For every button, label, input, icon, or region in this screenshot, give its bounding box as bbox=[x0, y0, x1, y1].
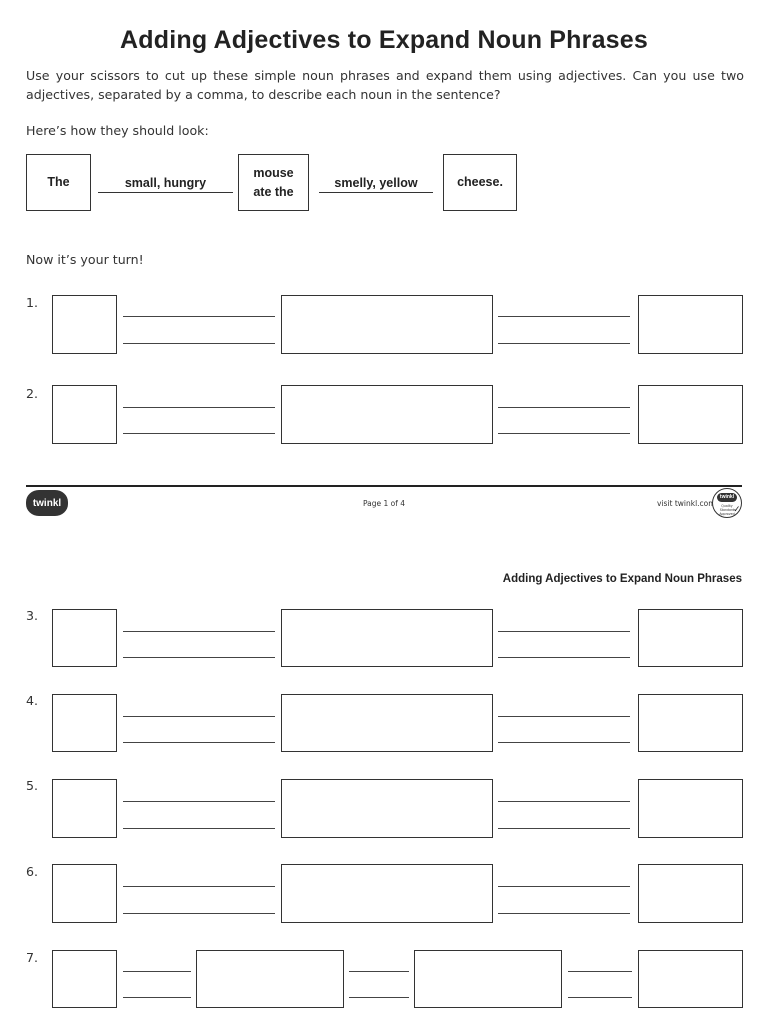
example-word-box-2[interactable]: mouse ate the bbox=[238, 154, 309, 211]
row-number: 3. bbox=[26, 608, 39, 623]
example-word-2a: mouse bbox=[253, 165, 294, 180]
writing-line[interactable] bbox=[498, 343, 630, 344]
writing-line[interactable] bbox=[123, 631, 275, 632]
cut-out-box[interactable] bbox=[52, 779, 117, 838]
writing-line[interactable] bbox=[498, 407, 630, 408]
footer-rule bbox=[26, 485, 742, 487]
cut-out-box[interactable] bbox=[281, 609, 493, 667]
badge-logo: twinkl bbox=[717, 493, 737, 502]
writing-line[interactable] bbox=[123, 742, 275, 743]
writing-line[interactable] bbox=[498, 316, 630, 317]
writing-line[interactable] bbox=[123, 316, 275, 317]
twinkl-logo[interactable]: twinkl bbox=[26, 490, 68, 516]
writing-line[interactable] bbox=[498, 913, 630, 914]
example-line-2 bbox=[319, 192, 433, 193]
writing-line[interactable] bbox=[498, 742, 630, 743]
cut-out-box[interactable] bbox=[638, 779, 743, 838]
cut-out-box[interactable] bbox=[638, 950, 743, 1008]
badge-text: Quality Standard Approved bbox=[719, 504, 735, 516]
cut-out-box[interactable] bbox=[52, 864, 117, 923]
writing-line[interactable] bbox=[349, 971, 409, 972]
cut-out-box[interactable] bbox=[52, 295, 117, 354]
writing-line[interactable] bbox=[123, 407, 275, 408]
cut-out-box[interactable] bbox=[638, 864, 743, 923]
writing-line[interactable] bbox=[123, 801, 275, 802]
row-number: 5. bbox=[26, 778, 39, 793]
writing-line[interactable] bbox=[498, 433, 630, 434]
example-word-3: cheese. bbox=[457, 175, 503, 189]
writing-line[interactable] bbox=[123, 433, 275, 434]
writing-line[interactable] bbox=[123, 343, 275, 344]
writing-line[interactable] bbox=[498, 657, 630, 658]
example-adjectives-1: small, hungry bbox=[124, 176, 207, 190]
writing-line[interactable] bbox=[568, 971, 632, 972]
cut-out-box[interactable] bbox=[638, 609, 743, 667]
example-word-1: The bbox=[47, 175, 70, 189]
cut-out-box[interactable] bbox=[281, 864, 493, 923]
writing-line[interactable] bbox=[123, 971, 191, 972]
row-number: 6. bbox=[26, 864, 39, 879]
row-number: 7. bbox=[26, 950, 39, 965]
writing-line[interactable] bbox=[498, 716, 630, 717]
page-number: Page 1 of 4 bbox=[362, 499, 406, 508]
cut-out-box[interactable] bbox=[52, 950, 117, 1008]
turn-heading: Now it’s your turn! bbox=[26, 252, 144, 267]
row-number: 4. bbox=[26, 693, 39, 708]
quality-badge-icon: twinkl Quality Standard Approved ✓ bbox=[712, 488, 742, 518]
cut-out-box[interactable] bbox=[281, 694, 493, 752]
checkmark-icon: ✓ bbox=[733, 505, 741, 515]
cut-out-box[interactable] bbox=[52, 694, 117, 752]
cut-out-box[interactable] bbox=[414, 950, 562, 1008]
row-number: 1. bbox=[26, 295, 39, 310]
writing-line[interactable] bbox=[349, 997, 409, 998]
writing-line[interactable] bbox=[498, 886, 630, 887]
writing-line[interactable] bbox=[498, 828, 630, 829]
cut-out-box[interactable] bbox=[638, 385, 743, 444]
example-heading: Here’s how they should look: bbox=[26, 123, 209, 138]
writing-line[interactable] bbox=[498, 631, 630, 632]
writing-line[interactable] bbox=[123, 657, 275, 658]
row-number: 2. bbox=[26, 386, 39, 401]
website-link[interactable]: visit twinkl.com bbox=[657, 499, 716, 508]
instructions: Use your scissors to cut up these simple… bbox=[26, 68, 744, 102]
cut-out-box[interactable] bbox=[196, 950, 344, 1008]
writing-line[interactable] bbox=[568, 997, 632, 998]
cut-out-box[interactable] bbox=[52, 609, 117, 667]
worksheet-title: Adding Adjectives to Expand Noun Phrases bbox=[120, 26, 648, 54]
page-2-header: Adding Adjectives to Expand Noun Phrases bbox=[502, 573, 742, 585]
cut-out-box[interactable] bbox=[281, 779, 493, 838]
writing-line[interactable] bbox=[123, 886, 275, 887]
cut-out-box[interactable] bbox=[638, 295, 743, 354]
example-line-1 bbox=[98, 192, 233, 193]
example-word-box-3[interactable]: cheese. bbox=[443, 154, 517, 211]
cut-out-box[interactable] bbox=[638, 694, 743, 752]
writing-line[interactable] bbox=[498, 801, 630, 802]
writing-line[interactable] bbox=[123, 828, 275, 829]
example-word-2b: ate the bbox=[253, 184, 294, 199]
logo-text: twinkl bbox=[32, 497, 62, 509]
example-word-box-1[interactable]: The bbox=[26, 154, 91, 211]
cut-out-box[interactable] bbox=[52, 385, 117, 444]
example-adjectives-2: smelly, yellow bbox=[334, 176, 418, 190]
writing-line[interactable] bbox=[123, 913, 275, 914]
cut-out-box[interactable] bbox=[281, 385, 493, 444]
writing-line[interactable] bbox=[123, 716, 275, 717]
cut-out-box[interactable] bbox=[281, 295, 493, 354]
writing-line[interactable] bbox=[123, 997, 191, 998]
